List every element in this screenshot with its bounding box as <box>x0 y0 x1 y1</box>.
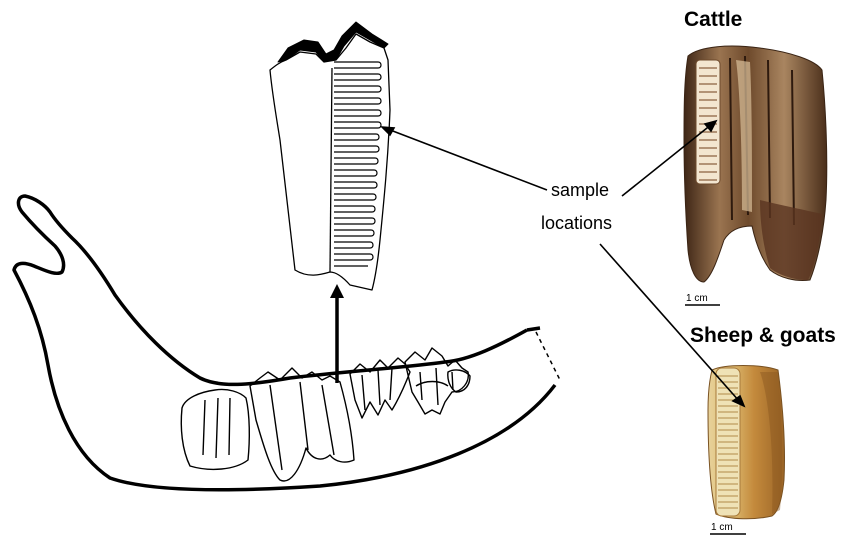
up-arrow <box>330 284 344 383</box>
tooth-schematic <box>270 22 390 290</box>
label-sheep-goats: Sheep & goats <box>690 324 836 348</box>
sample-hatching <box>334 62 381 266</box>
label-locations: locations <box>541 213 612 234</box>
molar-3 <box>181 389 249 469</box>
label-scale-cattle: 1 cm <box>686 293 708 304</box>
label-sample: sample <box>551 180 609 201</box>
mandible-drawing <box>14 196 560 490</box>
pointer-to-schematic <box>385 128 547 190</box>
pointer-to-sheep <box>600 244 740 402</box>
cattle-sample-strip <box>696 60 720 184</box>
label-cattle: Cattle <box>684 8 742 32</box>
label-scale-sheep: 1 cm <box>711 522 733 533</box>
mandible-break <box>536 332 560 380</box>
cattle-tooth-photo <box>684 46 827 305</box>
sheep-tooth-photo <box>708 366 785 535</box>
mandible-outline <box>14 196 555 490</box>
molar-2 <box>250 368 354 481</box>
